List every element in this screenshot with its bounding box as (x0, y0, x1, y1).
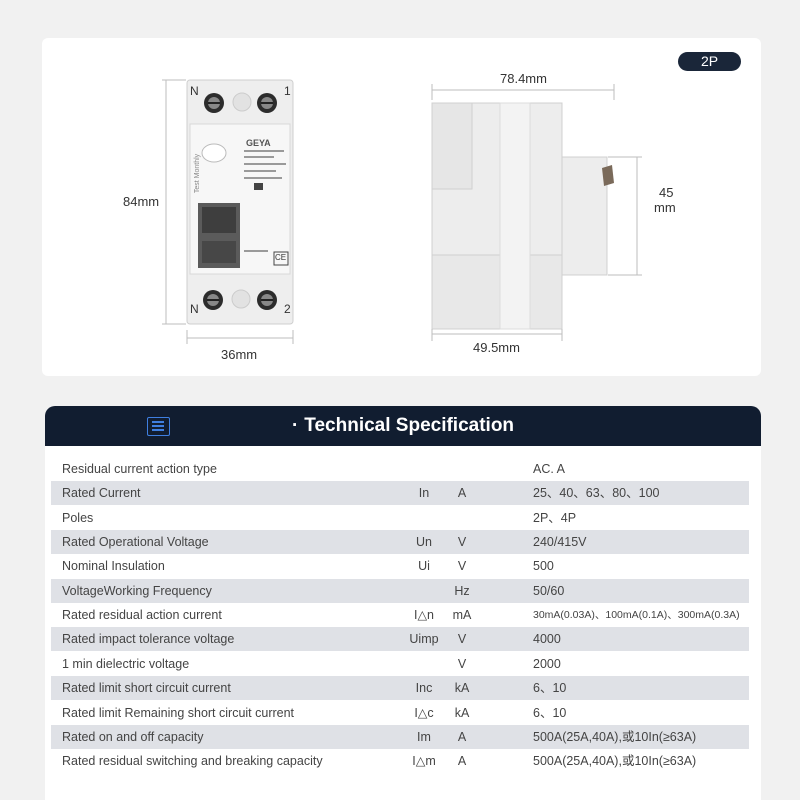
spec-param-name: Poles (62, 510, 94, 525)
spec-row: Rated limit Remaining short circuit curr… (51, 701, 749, 725)
title-dot: · (291, 415, 299, 436)
spec-param-name: Rated Operational Voltage (62, 535, 209, 550)
spec-value: AC. A (533, 462, 565, 476)
spec-row: Rated residual switching and breaking ca… (51, 749, 749, 773)
terminal-n-bottom-label: N (190, 302, 199, 316)
breaker-side-view (431, 102, 614, 330)
ce-mark: CE (275, 253, 287, 262)
test-monthly-label: Test Monthly (194, 153, 202, 194)
spec-value: 500 (533, 559, 554, 574)
spec-unit: A (457, 486, 467, 501)
spec-value: 6、10 (533, 681, 567, 696)
spec-row: Residual current action type AC. A (51, 457, 749, 481)
spec-unit: kA (454, 705, 470, 720)
test-button-icon (201, 143, 227, 163)
poles-badge: 2P (678, 52, 741, 71)
spec-symbol: In (418, 486, 430, 501)
spec-value: 4000 (533, 632, 561, 647)
front-height-label: 84mm (123, 194, 160, 209)
spec-unit: Hz (454, 583, 470, 598)
spec-symbol: Im (417, 729, 431, 744)
spec-unit: V (457, 656, 467, 671)
spec-symbol: Un (416, 535, 432, 550)
dimension-lines (162, 79, 642, 344)
spec-param-name: Rated residual switching and breaking ca… (62, 754, 323, 769)
spec-unit: kA (454, 681, 470, 696)
spec-symbol: Uimp (409, 632, 439, 647)
spec-value: 50/60 (533, 583, 565, 598)
spec-value: 6、10 (533, 705, 567, 720)
spec-symbol: Ui (418, 559, 430, 574)
spec-unit: V (457, 535, 467, 550)
breaker-front-view (186, 79, 294, 325)
spec-symbol: Inc (415, 681, 433, 696)
dimension-image-card (42, 38, 761, 376)
spec-row: Nominal Insulation Ui V 500 (51, 554, 749, 578)
spec-param-name: Nominal Insulation (62, 559, 165, 574)
spec-param-name: Residual current action type (62, 462, 217, 476)
spec-value: 2P、4P (533, 510, 577, 525)
spec-value: 240/415V (533, 535, 587, 550)
spec-row: Rated Operational Voltage Un V 240/415V (51, 530, 749, 555)
spec-row: Rated Current In A 25、40、63、80、100 (51, 481, 749, 506)
spec-unit: V (457, 559, 467, 574)
spec-row: VoltageWorking Frequency Hz 50/60 (51, 578, 749, 603)
spec-symbol: I△c (414, 705, 434, 720)
spec-unit: mA (452, 608, 472, 623)
spec-symbol: I△n (413, 608, 435, 623)
terminal-2-label: 2 (284, 302, 291, 316)
menu-list-icon (147, 417, 170, 436)
spec-title: ·Technical Specification (45, 406, 761, 446)
front-width-label: 36mm (221, 347, 258, 362)
spec-value: 25、40、63、80、100 (533, 486, 660, 501)
spec-param-name: Rated on and off capacity (62, 729, 204, 744)
spec-value: 30mA(0.03A)、100mA(0.1A)、300mA(0.3A) (533, 609, 740, 622)
spec-value: 2000 (533, 656, 561, 671)
terminal-n-top-label: N (190, 84, 199, 98)
spec-param-name: Rated impact tolerance voltage (62, 632, 235, 647)
spec-row: 1 min dielectric voltage V 2000 (51, 652, 749, 676)
brand-logo: GEYA (246, 138, 271, 148)
spec-param-name: Rated residual action current (62, 608, 222, 623)
spec-value: 500A(25A,40A),或10In(≥63A) (533, 729, 697, 744)
terminal-1-label: 1 (284, 84, 291, 98)
side-depth-value-label: 45 (659, 185, 674, 200)
spec-param-name: Rated limit Remaining short circuit curr… (62, 705, 295, 720)
spec-param-name: 1 min dielectric voltage (62, 656, 190, 671)
spec-param-name: Rated Current (62, 486, 141, 501)
dimension-drawing (162, 79, 642, 344)
spec-header-bar: ·Technical Specification (45, 406, 761, 446)
spec-unit: V (457, 632, 467, 647)
spec-unit: A (457, 754, 467, 769)
spec-param-name: VoltageWorking Frequency (62, 583, 212, 598)
spec-param-name: Rated limit short circuit current (62, 681, 231, 696)
spec-row: Rated residual action current I△n mA 30mA(0… (51, 603, 749, 627)
spec-unit: A (457, 729, 467, 744)
spec-row: Poles 2P、4P (51, 506, 749, 530)
side-depth-unit-label: mm (654, 200, 676, 215)
spec-row: Rated impact tolerance voltage Uimp V 4000 (51, 627, 749, 652)
spec-row: Rated limit short circuit current Inc kA 6、… (51, 676, 749, 701)
spec-row: Rated on and off capacity Im A 500A(25A,40A… (51, 724, 749, 749)
spec-symbol: I△m (412, 754, 436, 769)
side-base-label: 49.5mm (473, 340, 520, 355)
spec-value: 500A(25A,40A),或10In(≥63A) (533, 754, 697, 769)
side-width-label: 78.4mm (500, 71, 547, 86)
spec-title-text: Technical Specification (304, 415, 515, 436)
